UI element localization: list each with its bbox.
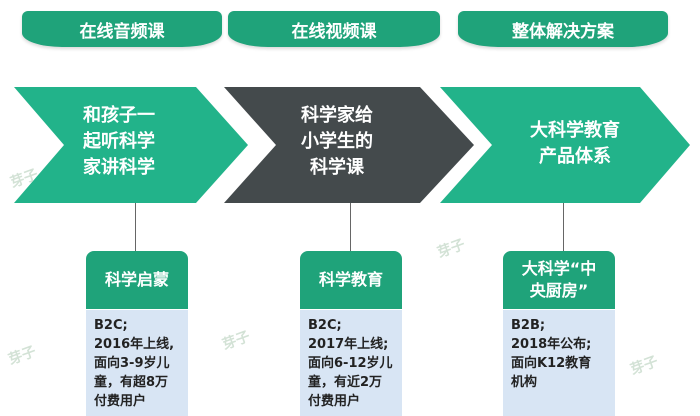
chevron-arrow-2	[224, 87, 474, 203]
pill-total-solution: 整体解决方案	[458, 11, 668, 47]
arrow-text-audio: 和孩子一起听科学家讲科学	[83, 105, 155, 178]
card-body-video: B2C; 2017年上线; 面向6-12岁儿 童，有近2万 付费用户	[300, 309, 402, 416]
card-title-science-enlightenment: 科学启蒙	[86, 251, 188, 309]
card-body-solution: B2B; 2018年公布; 面向K12教育 机构	[503, 309, 615, 416]
chevron-arrow-3	[440, 87, 690, 203]
pill-online-video: 在线视频课	[228, 11, 440, 47]
connector-line-3	[563, 203, 564, 251]
card-title-science-education: 科学教育	[300, 251, 402, 309]
pill-online-audio: 在线音频课	[22, 11, 222, 47]
connector-line-1	[135, 203, 136, 251]
card-title-central-kitchen: 大科学“中央厨房”	[503, 251, 615, 309]
chevron-arrow-1	[14, 87, 248, 203]
arrow-text-solution: 大科学教育产品体系	[530, 120, 620, 167]
card-body-audio: B2C; 2016年上线, 面向3-9岁儿 童，有超8万 付费用户	[86, 309, 188, 416]
connector-line-2	[350, 203, 351, 251]
arrow-text-video: 科学家给小学生的科学课	[301, 105, 373, 178]
